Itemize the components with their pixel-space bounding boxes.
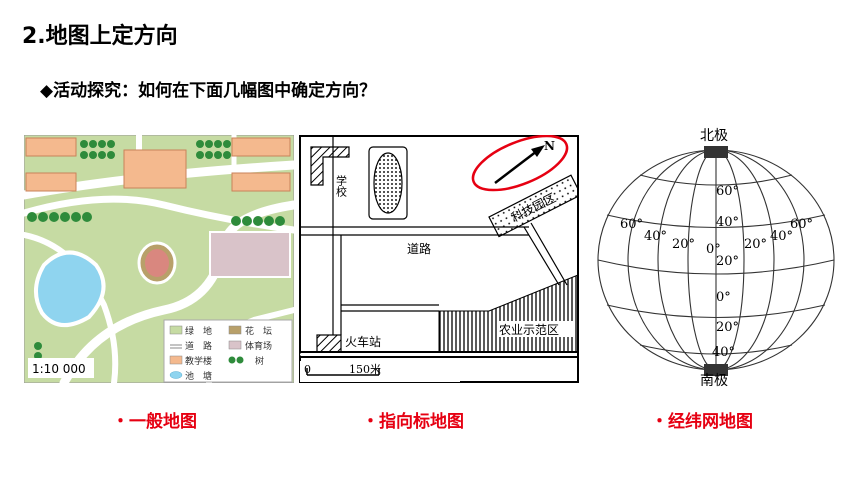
legend-grass: 绿 地 [185, 325, 212, 337]
agri-zone-label: 农业示范区 [499, 323, 559, 337]
lon-label-60w: 60° [620, 217, 643, 232]
lon-label-60e: 60° [790, 217, 813, 232]
south-pole-label: 南极 [700, 373, 728, 388]
lat-label-40s: 40° [712, 345, 735, 360]
north-pole-label: 北极 [700, 128, 728, 144]
activity-prompt: ◆活动探究：如何在下面几幅图中确定方向？ [40, 81, 377, 101]
caption-arrow-map: ・指向标地图 [362, 412, 464, 432]
school-label: 学校 [335, 174, 348, 198]
lat-label-60n: 60° [716, 184, 739, 199]
lon-label-20e: 20° [744, 237, 767, 252]
lon-label-20w: 20° [672, 237, 695, 252]
scale-end: 150米 [349, 363, 381, 376]
slide-title: 2.地图上定方向 [22, 24, 178, 49]
caption-general-map: ・一般地图 [112, 412, 197, 432]
direction-arrow-map: 学校 科技园区 道路 农业示范区 火车站 0 150米 N [299, 135, 579, 383]
caption-grid-map: ・经纬网地图 [651, 412, 753, 432]
lon-label-40w: 40° [644, 229, 667, 244]
map-scale: 1:10 000 [32, 362, 86, 376]
lat-label-20n: 20° [716, 254, 739, 269]
legend-building: 教学楼 [185, 355, 212, 367]
lon-label-0: 0° [706, 242, 721, 257]
general-map: 绿 地 花 坛 道 路 体育场 教学楼 树 池 塘 1:10 000 [24, 135, 294, 383]
lat-label-40n: 40° [716, 215, 739, 230]
legend-flower-bed: 花 坛 [245, 325, 272, 337]
train-station-label: 火车站 [345, 334, 381, 349]
lat-label-0: 0° [716, 290, 731, 305]
scale-start: 0 [304, 363, 311, 376]
legend-sports-field: 体育场 [245, 340, 272, 352]
road-label: 道路 [407, 241, 431, 256]
lon-label-40e: 40° [770, 229, 793, 244]
north-arrow-label: N [544, 139, 555, 153]
lat-label-20s: 20° [716, 320, 739, 335]
legend-pond: 池 塘 [185, 370, 212, 382]
legend-road: 道 路 [185, 340, 212, 352]
lat-long-globe: 北极 南极 60° 40° 20° 0° 20° 40° 60° 40° 20°… [594, 120, 840, 388]
north-arrow-highlight [471, 135, 569, 192]
legend-tree: 树 [255, 355, 264, 367]
